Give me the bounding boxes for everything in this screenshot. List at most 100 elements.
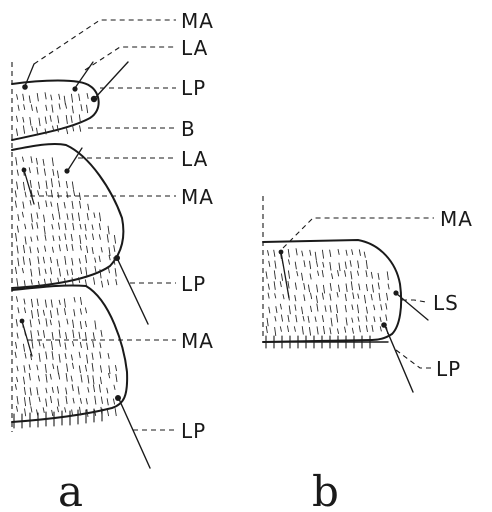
hatch-stroke-b xyxy=(371,272,372,279)
hatch-stroke-a xyxy=(39,397,40,402)
hatch-stroke-a xyxy=(30,117,31,125)
hatch-stroke-b xyxy=(315,252,316,261)
hatch-stroke-b xyxy=(323,262,324,268)
hatch-stroke-a xyxy=(22,212,23,218)
hatch-stroke-a xyxy=(24,308,25,314)
hatch-stroke-a xyxy=(94,213,95,218)
hatch-stroke-a xyxy=(80,201,81,209)
socket-lp-top xyxy=(91,96,97,102)
hatch-stroke-a xyxy=(57,171,58,179)
hatch-stroke-a xyxy=(50,396,51,403)
hatch-stroke-a xyxy=(74,297,75,302)
hatch-stroke-a xyxy=(115,365,116,371)
hatch-stroke-a xyxy=(80,398,81,404)
hatch-stroke-a xyxy=(79,352,80,358)
hatch-stroke-a xyxy=(45,246,46,252)
hatch-stroke-a xyxy=(43,159,44,166)
hatch-stroke-a xyxy=(87,355,88,364)
hatch-stroke-b xyxy=(359,249,360,255)
socket-ma-top xyxy=(22,84,28,90)
hatch-stroke-a xyxy=(15,352,16,358)
hatch-stroke-b xyxy=(372,325,373,332)
figure-a: MA LA LP B LA MA LP MA LP a xyxy=(12,9,214,512)
hatch-stroke-a xyxy=(31,269,32,277)
hatch-stroke-a xyxy=(86,267,87,276)
hatch-stroke-b xyxy=(322,315,323,322)
hatch-stroke-a xyxy=(30,247,31,254)
hatch-stroke-a xyxy=(57,386,58,393)
hatch-stroke-b xyxy=(330,250,331,257)
hatch-stroke-b xyxy=(352,249,353,255)
hatch-stroke-a xyxy=(95,396,96,405)
hatch-stroke-a xyxy=(72,277,73,285)
hatch-stroke-a xyxy=(67,319,68,325)
hatch-stroke-a xyxy=(80,125,81,131)
hatch-stroke-a xyxy=(115,408,116,416)
hatch-stroke-b xyxy=(338,270,339,276)
hatch-stroke-a xyxy=(80,245,81,250)
hatch-stroke-b xyxy=(274,250,275,257)
hatch-stroke-a xyxy=(85,224,86,231)
hatch-stroke-b xyxy=(310,250,311,256)
hatch-stroke-a xyxy=(38,202,39,209)
hatch-stroke-a xyxy=(24,299,25,305)
hatch-stroke-b xyxy=(325,305,326,311)
hatch-stroke-a xyxy=(37,365,38,370)
hatch-stroke-a xyxy=(74,190,75,196)
hatch-stroke-b xyxy=(288,315,289,322)
hatch-stroke-b xyxy=(308,316,309,323)
hatch-stroke-a xyxy=(88,204,89,211)
setae-mid xyxy=(22,148,148,324)
hatch-stroke-a xyxy=(25,353,26,359)
hatch-stroke-b xyxy=(267,318,268,326)
hatch-stroke-a xyxy=(39,267,40,276)
hatch-stroke-a xyxy=(57,366,58,375)
hatch-stroke-a xyxy=(59,330,60,339)
hatch-stroke-b xyxy=(357,271,358,276)
hatch-stroke-a xyxy=(57,125,58,132)
hatch-stroke-a xyxy=(36,107,37,113)
hatch-stroke-a xyxy=(16,129,17,136)
hatch-stroke-b xyxy=(364,252,365,258)
hatch-stroke-a xyxy=(36,158,37,165)
hatch-stroke-a xyxy=(66,396,67,404)
seta-lp-b xyxy=(385,326,413,392)
hatch-stroke-b xyxy=(338,249,339,255)
label-la-top: LA xyxy=(181,36,208,60)
hatch-stroke-a xyxy=(45,300,46,308)
hatch-stroke-a xyxy=(88,387,89,392)
hatch-stroke-b xyxy=(268,284,269,290)
hatch-stroke-a xyxy=(46,105,47,111)
hatch-stroke-a xyxy=(15,267,16,274)
hatch-stroke-a xyxy=(32,223,33,229)
hatch-stroke-a xyxy=(101,247,102,252)
hatch-stroke-a xyxy=(29,397,30,406)
hatch-stroke-a xyxy=(59,373,60,379)
hatch-stroke-b xyxy=(357,305,358,314)
hatch-stroke-a xyxy=(108,226,109,235)
hatch-stroke-a xyxy=(53,169,54,176)
hatch-stroke-a xyxy=(29,96,30,103)
seta-lp-mid xyxy=(117,258,148,324)
hatch-stroke-b xyxy=(388,284,389,290)
hatch-stroke-a xyxy=(87,105,88,113)
hatch-stroke-b xyxy=(304,283,305,290)
hatch-stroke-a xyxy=(16,319,17,326)
hatch-stroke-a xyxy=(80,235,81,244)
hatch-stroke-b xyxy=(317,326,318,334)
hatch-stroke-a xyxy=(31,279,32,284)
hatch-stroke-a xyxy=(80,308,81,314)
hatch-stroke-a xyxy=(31,104,32,110)
hatch-stroke-a xyxy=(46,388,47,393)
hatch-stroke-a xyxy=(50,374,51,380)
hatch-stroke-a xyxy=(17,94,18,100)
hatch-stroke-a xyxy=(15,191,16,198)
hatch-stroke-a xyxy=(29,364,30,370)
hatch-stroke-b xyxy=(366,316,367,322)
hatch-stroke-a xyxy=(46,191,47,196)
hatch-stroke-a xyxy=(52,410,53,416)
hatch-stroke-a xyxy=(53,235,54,241)
hatch-stroke-a xyxy=(85,234,86,239)
hatch-stroke-a xyxy=(71,234,72,241)
